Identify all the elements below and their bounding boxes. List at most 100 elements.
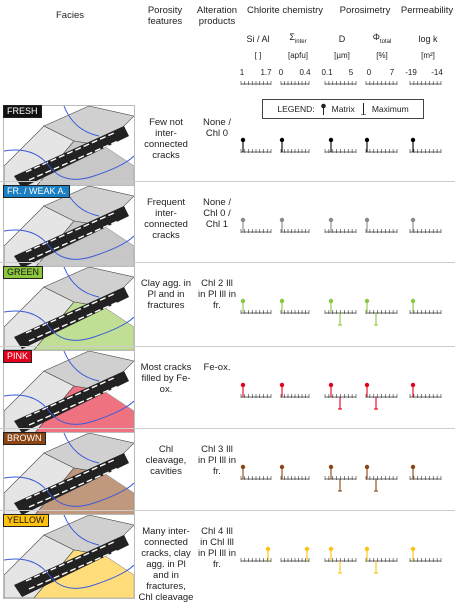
axis-phi-max: 7 [389,68,395,77]
axis-phi-min: 0 [366,68,372,77]
facies-label: BROWN [3,432,46,445]
matrix-marker-dot [364,217,370,223]
matrix-marker-dot [410,217,416,223]
thin-section-sketch-icon [4,267,134,350]
matrix-marker-dot [328,298,334,304]
facies-thin-section [3,432,135,517]
legend-box: LEGEND: Matrix Maximum [262,99,424,119]
matrix-marker-dot [364,137,370,143]
matrix-marker-dot [279,464,285,470]
thin-section-sketch-icon [4,515,134,598]
porosity-features-text: Most cracks filled by Fe-ox. [140,362,192,395]
porosity-features-text: Chl cleavage, cavities [145,444,187,477]
facies-label: FR. / WEAK A. [3,185,71,198]
matrix-marker-dot [279,382,285,388]
alteration-products-text: Chl 3 Ill in Pl Ill in fr. [198,444,237,477]
legend-matrix-label: Matrix [331,104,355,114]
thin-section-sketch-icon [4,433,134,516]
matrix-marker-dot [410,298,416,304]
matrix-marker-dot [240,137,246,143]
axis-si-al-max: 1.7 [260,68,272,77]
subheader-sigma: Σinter [278,33,318,47]
header-porosity-features: Porosity features [147,5,183,27]
matrix-marker-dot [410,137,416,143]
axis-d-min: 0.1 [321,68,333,77]
unit-logk: [m²] [421,51,435,60]
phi-symbol: Φ [372,32,380,42]
matrix-marker-dot [240,217,246,223]
matrix-marker-dot [328,217,334,223]
facies-thin-section [3,266,135,351]
alteration-products-text: None / Chl 0 / Chl 1 [203,197,231,230]
phi-subscript: total [379,38,392,45]
axis-logk-max: -14 [431,68,443,77]
row-divider [0,428,455,429]
unit-sigma: [apfu] [287,51,308,60]
alteration-products-text: Fe-ox. [203,362,231,373]
matrix-marker-dot [364,382,370,388]
axis-logk-min: -19 [405,68,417,77]
matrix-marker-dot [304,546,310,552]
axis-sigma-min: 0 [278,68,284,77]
axis-si-al-min: 1 [239,68,245,77]
legend-title: LEGEND: [277,104,315,114]
matrix-marker-dot [364,298,370,304]
matrix-marker-dot [410,464,416,470]
row-divider [0,510,455,511]
facies-thin-section [3,105,135,190]
matrix-marker-dot [328,546,334,552]
legend-maximum-icon [360,103,366,116]
legend-matrix-icon [320,103,326,115]
header-chlorite-chemistry: Chlorite chemistry [246,5,324,16]
matrix-marker-dot [279,137,285,143]
facies-label: GREEN [3,266,44,279]
subheader-si-al: Si / Al [246,34,270,44]
alteration-products-text: None / Chl 0 [203,117,231,139]
facies-label: YELLOW [3,514,49,527]
row-divider [0,262,455,263]
row-divider [0,346,455,347]
facies-label: FRESH [3,105,42,118]
alteration-products-text: Chl 2 Ill in Pl Ill in fr. [198,278,237,311]
porosity-features-text: Frequent inter-connected cracks [144,197,188,241]
axis-d-max: 5 [348,68,354,77]
unit-d: [µm] [334,51,350,60]
matrix-marker-dot [240,298,246,304]
facies-thin-section [3,514,135,599]
matrix-marker-dot [328,137,334,143]
matrix-marker-dot [364,464,370,470]
porosity-features-text: Clay agg. in Pl and in fractures [140,278,192,311]
matrix-marker-dot [364,546,370,552]
sigma-symbol: Σ [289,32,295,42]
axis-sigma-max: 0.4 [299,68,311,77]
row-divider [0,181,455,182]
facies-thin-section [3,185,135,270]
header-alteration-products: Alteration products [196,5,238,27]
header-porosimetry: Porosimetry [339,5,391,16]
porosity-features-text: Few not inter-connected cracks [144,117,188,161]
matrix-marker-dot [328,382,334,388]
matrix-marker-dot [410,546,416,552]
subheader-d: D [338,34,346,44]
matrix-marker-dot [279,298,285,304]
matrix-marker-dot [240,464,246,470]
subheader-logk: log k [418,34,438,44]
thin-section-sketch-icon [4,186,134,269]
matrix-marker-dot [265,546,271,552]
header-permeability: Permeability [400,5,454,16]
unit-phi: [%] [376,51,388,60]
thin-section-sketch-icon [4,106,134,189]
matrix-marker-dot [240,382,246,388]
porosity-features-text: Many inter-connected cracks, clay agg. i… [138,526,194,603]
sigma-subscript: inter [294,38,307,45]
facies-thin-section [3,350,135,435]
header-facies: Facies [56,10,84,21]
unit-si-al: [ ] [254,51,262,60]
subheader-phi: Φtotal [362,33,402,47]
matrix-marker-dot [279,217,285,223]
legend-maximum-label: Maximum [371,104,409,114]
alteration-products-text: Chl 4 Ill in Chl Ill in Pl Ill in fr. [198,526,237,570]
matrix-marker-dot [410,382,416,388]
facies-label: PINK [3,350,33,363]
